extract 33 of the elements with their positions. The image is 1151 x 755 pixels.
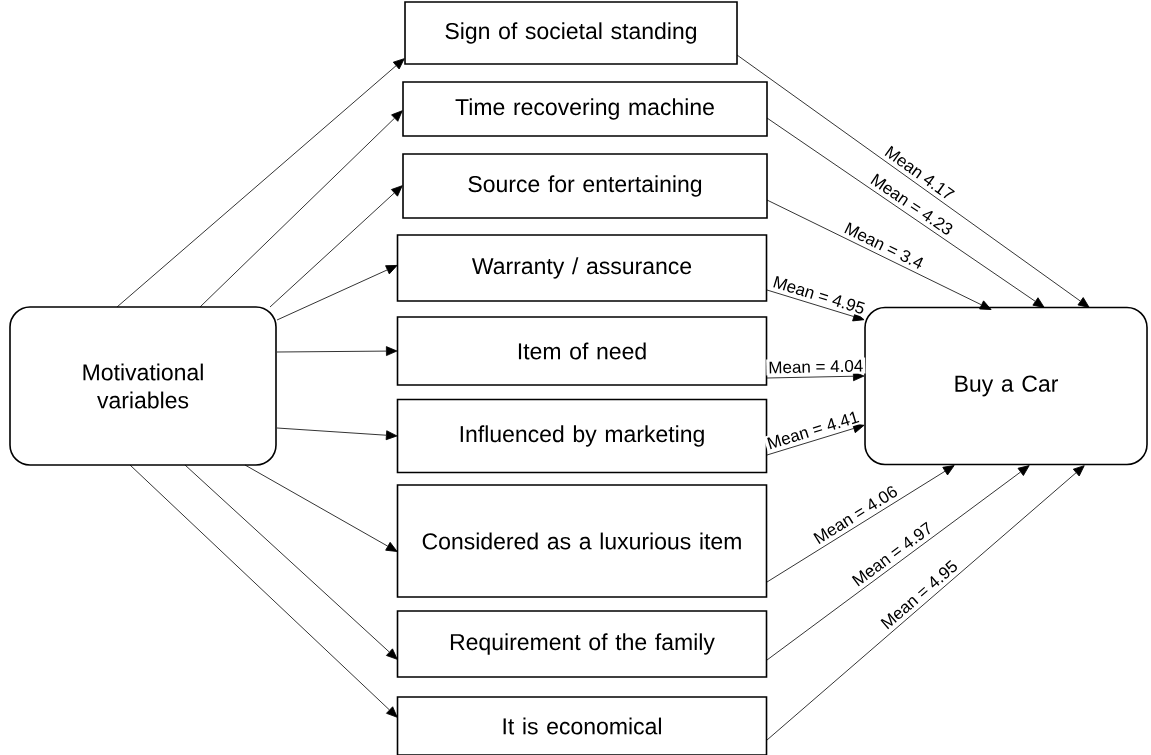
factor-box: Sign of societal standing [404,1,738,65]
arrow [244,464,398,552]
arrow [766,289,865,322]
edge-label: Mean = 4.95 [769,272,869,318]
factor-box: It is economical [396,696,768,755]
arrow [766,199,992,310]
arrow [116,58,405,308]
arrow [129,464,398,718]
factor-box: Considered as a luxurious item [396,484,768,598]
arrow [766,465,955,583]
rounded-box: Motivational variables [9,306,277,466]
rounded-box: Buy a Car [864,306,1148,466]
factor-box: Time recovering machine [402,81,768,137]
factor-box: Influenced by marketing [396,398,768,474]
edge-label: Mean = 4.41 [763,408,863,453]
arrow [276,427,398,441]
arrow [269,185,403,308]
arrow [766,371,865,382]
arrow [276,265,398,321]
edge-label: Mean = 4.06 [809,481,902,548]
factor-box: Item of need [396,316,768,386]
factor-box: Requirement of the family [396,610,768,678]
edge-label: Mean = 4.04 [766,357,866,376]
factor-box: Source for entertaining [402,153,768,219]
arrow [184,464,398,660]
arrow [199,110,403,308]
arrow [276,346,398,356]
arrow [766,465,1085,741]
arrow [766,117,1045,308]
factor-box: Warranty / assurance [396,234,768,302]
arrow [736,54,1090,308]
arrow [766,423,865,456]
arrow [766,465,1030,661]
